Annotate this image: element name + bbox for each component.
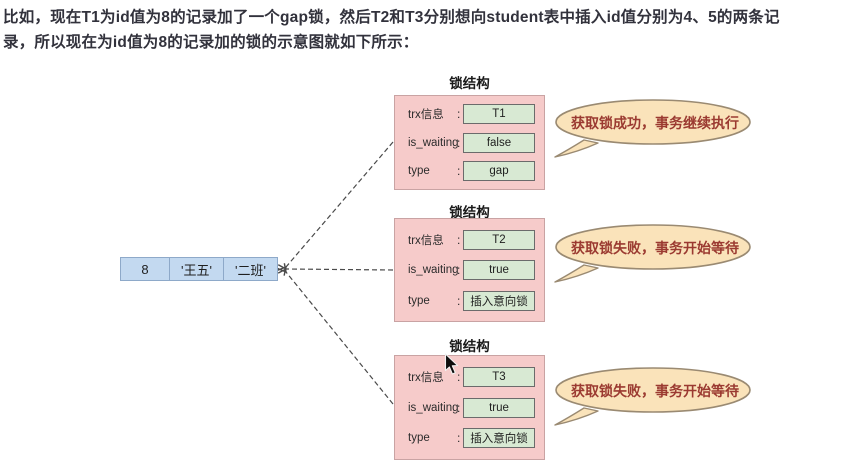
lock1-row-waiting: is_waiting : false <box>395 132 544 153</box>
speech-bubble-t1: 获取锁成功，事务继续执行 <box>552 96 758 162</box>
speech-bubble-shape <box>554 99 751 158</box>
lock1-waiting-label: is_waiting <box>408 136 459 149</box>
record-row: 8 '王五' '二班' <box>120 257 278 281</box>
lock2-row-type: type : 插入意向锁 <box>395 290 544 311</box>
record-cell-class: '二班' <box>223 257 278 281</box>
lock2-waiting-label: is_waiting <box>408 264 459 276</box>
colon-separator: : <box>457 107 461 122</box>
lock3-row-type: type : 插入意向锁 <box>395 428 544 449</box>
colon-separator: : <box>457 263 461 277</box>
lock1-trx-value: T1 <box>463 104 535 125</box>
lock2-trx-label: trx信息 <box>408 234 444 247</box>
lock2-row-waiting: is_waiting : true <box>395 260 544 280</box>
speech-bubble-text: 获取锁失败，事务开始等待 <box>571 240 739 256</box>
lock2-box: trx信息 : T2 is_waiting : true type : 插入意向… <box>394 218 545 322</box>
speech-bubble-shape <box>554 224 751 283</box>
colon-separator: : <box>457 163 461 178</box>
record-cell-name: '王五' <box>169 257 224 281</box>
lock3-waiting-label: is_waiting <box>408 401 459 414</box>
colon-separator: : <box>457 431 461 446</box>
colon-separator: : <box>457 232 461 247</box>
colon-separator: : <box>457 293 461 308</box>
lock3-trx-value: T3 <box>463 366 535 387</box>
lock3-row-trx: trx信息 : T3 <box>395 366 544 387</box>
speech-bubble-t2: 获取锁失败，事务开始等待 <box>552 221 758 287</box>
speech-bubble-shape <box>554 367 751 426</box>
intro-text-line2: 录，所以现在为id值为8的记录加的锁的示意图就如下所示： <box>3 34 419 51</box>
lock1-box: trx信息 : T1 is_waiting : false type : gap <box>394 95 545 190</box>
lock2-row-trx: trx信息 : T2 <box>395 229 544 250</box>
lock3-box: trx信息 : T3 is_waiting : true type : 插入意向… <box>394 355 545 460</box>
lock3-type-value: 插入意向锁 <box>463 428 535 449</box>
speech-bubble-t3: 获取锁失败，事务开始等待 <box>552 364 758 430</box>
lock2-type-value: 插入意向锁 <box>463 290 535 311</box>
record-cell-id: 8 <box>120 257 170 281</box>
lock1-type-label: type <box>408 164 430 177</box>
lock2-type-label: type <box>408 294 430 307</box>
lock1-trx-label: trx信息 <box>408 109 444 122</box>
colon-separator: : <box>457 135 461 150</box>
lock3-waiting-value: true <box>463 397 535 418</box>
speech-bubble-text: 获取锁失败，事务开始等待 <box>571 383 739 399</box>
lock1-row-trx: trx信息 : T1 <box>395 104 544 125</box>
speech-bubble-text: 获取锁成功，事务继续执行 <box>571 115 739 131</box>
colon-separator: : <box>457 369 461 384</box>
lock3-trx-label: trx信息 <box>408 371 444 384</box>
intro-text-line1: 比如，现在T1为id值为8的记录加了一个gap锁，然后T2和T3分别想向stud… <box>3 9 780 26</box>
lock3-row-waiting: is_waiting : true <box>395 397 544 418</box>
lock3-type-label: type <box>408 432 430 445</box>
lock2-trx-value: T2 <box>463 229 535 250</box>
lock3-title: 锁结构 <box>449 339 490 354</box>
lock1-waiting-value: false <box>463 132 535 153</box>
lock2-title: 锁结构 <box>449 205 490 220</box>
lock1-row-type: type : gap <box>395 160 544 181</box>
lock1-title: 锁结构 <box>449 76 490 91</box>
colon-separator: : <box>457 400 461 415</box>
lock2-waiting-value: true <box>463 260 535 280</box>
lock1-type-value: gap <box>463 160 535 181</box>
